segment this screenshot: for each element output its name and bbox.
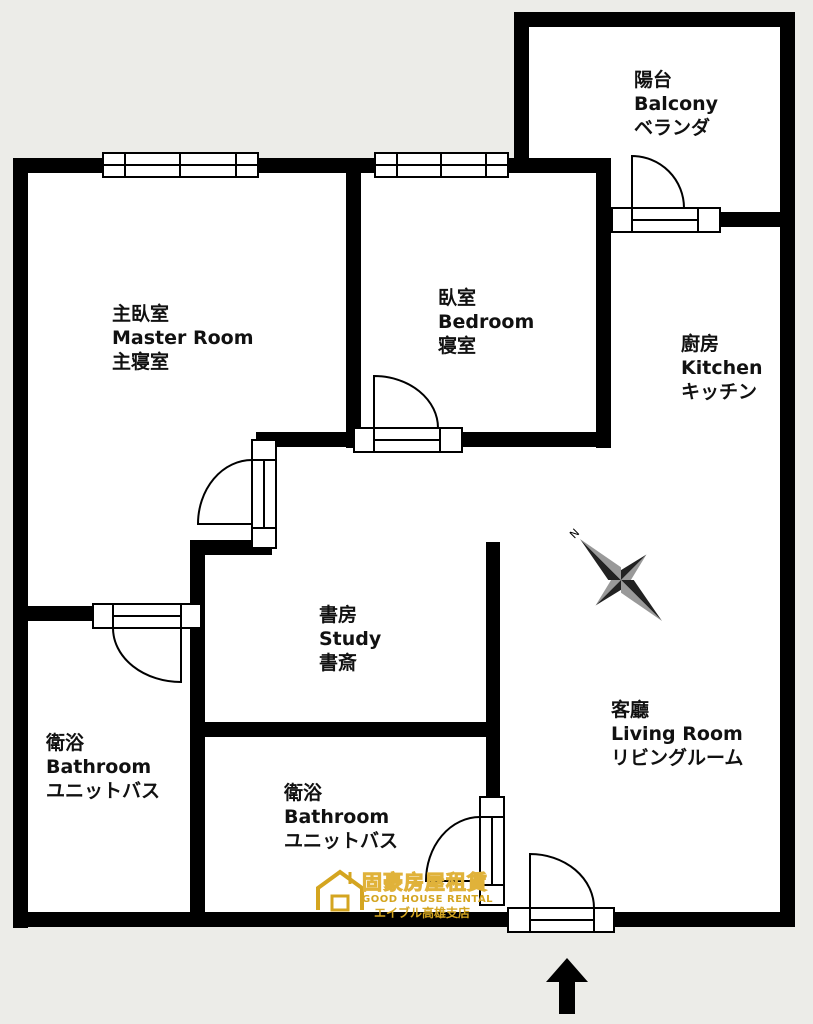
door-balcony xyxy=(611,154,721,233)
bedroom-label-en: Bedroom xyxy=(438,311,535,333)
window-master xyxy=(102,152,259,178)
bath-center-label-en: Bathroom xyxy=(284,806,390,828)
label-bathroom-center: 衛浴 Bathroom ユニットバス xyxy=(284,781,398,853)
master-label-zh: 主臥室 xyxy=(112,303,170,325)
logo-text-english: GOOD HOUSE RENTAL xyxy=(362,894,494,905)
doors xyxy=(92,154,721,933)
house-logo-icon xyxy=(316,869,364,912)
label-kitchen: 廚房 Kitchen キッチン xyxy=(681,332,763,404)
window-bedroom xyxy=(374,152,509,178)
door-bathroom-left xyxy=(92,603,202,684)
bath-left-label-zh: 衛浴 xyxy=(46,732,85,754)
label-master-room: 主臥室 Master Room 主寝室 xyxy=(112,302,254,374)
study-label-jp: 書斎 xyxy=(319,652,358,674)
master-label-jp: 主寝室 xyxy=(112,351,170,373)
label-living-room: 客廳 Living Room リビングルーム xyxy=(611,698,743,770)
bath-left-label-en: Bathroom xyxy=(46,756,152,778)
bath-center-label-zh: 衛浴 xyxy=(284,782,323,804)
label-bedroom: 臥室 Bedroom 寝室 xyxy=(438,286,534,358)
living-label-en: Living Room xyxy=(611,723,743,745)
logo-text-chinese: 固豪房屋租賃 xyxy=(361,870,488,895)
balcony-label-jp: ベランダ xyxy=(634,117,711,139)
label-study: 書房 Study 書斎 xyxy=(319,603,381,675)
balcony-label-zh: 陽台 xyxy=(634,69,673,91)
door-bedroom xyxy=(353,374,463,453)
logo-text-japanese: エイブル高雄支店 xyxy=(374,906,471,920)
living-label-zh: 客廳 xyxy=(611,699,650,721)
living-label-jp: リビングルーム xyxy=(611,747,744,769)
company-logo: 固豪房屋租賃 GOOD HOUSE RENTAL エイブル高雄支店 xyxy=(361,870,494,921)
door-bathroom-center xyxy=(424,796,505,906)
master-label-en: Master Room xyxy=(112,327,254,349)
kitchen-label-jp: キッチン xyxy=(681,381,758,403)
compass-rose-icon: N xyxy=(567,526,663,622)
kitchen-label-en: Kitchen xyxy=(681,357,763,379)
bedroom-label-jp: 寝室 xyxy=(438,335,477,357)
windows xyxy=(102,152,509,178)
floor-area xyxy=(20,20,788,920)
bath-center-label-jp: ユニットバス xyxy=(284,830,399,852)
door-master xyxy=(196,439,277,549)
study-label-zh: 書房 xyxy=(319,604,358,626)
door-entrance xyxy=(507,852,615,933)
walls xyxy=(13,12,795,928)
label-bathroom-left: 衛浴 Bathroom ユニットバス xyxy=(46,731,160,803)
kitchen-label-zh: 廚房 xyxy=(681,333,720,355)
entrance-arrow-icon xyxy=(546,958,588,1014)
bedroom-label-zh: 臥室 xyxy=(438,287,477,309)
bath-left-label-jp: ユニットバス xyxy=(46,780,161,802)
balcony-label-en: Balcony xyxy=(634,93,719,115)
label-balcony: 陽台 Balcony ベランダ xyxy=(634,68,718,140)
study-label-en: Study xyxy=(319,628,382,650)
